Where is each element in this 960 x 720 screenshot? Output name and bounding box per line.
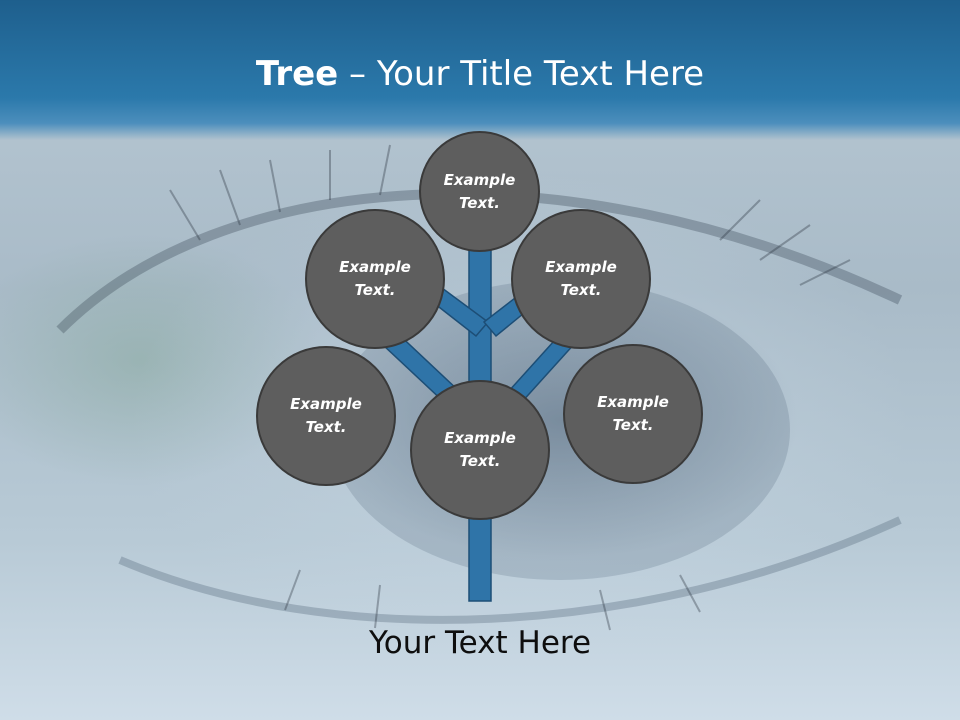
node-label: Example Text. [545,258,617,299]
tree-node-lower-right[interactable]: Example Text. [563,344,703,484]
tree-node-upper-right[interactable]: Example Text. [511,209,651,349]
title-bar [0,0,960,140]
tree-node-top[interactable]: Example Text. [419,131,540,252]
tree-node-center[interactable]: Example Text. [410,380,550,520]
node-label: Example Text. [339,258,411,299]
caption-text[interactable]: Your Text Here [368,625,592,661]
title-bold: Tree [255,54,339,94]
tree-node-lower-left[interactable]: Example Text. [256,346,396,486]
node-label: Example Text. [290,395,362,436]
slide-title[interactable]: Tree – Your Title Text Here [0,52,960,96]
node-label: Example Text. [444,429,516,470]
title-rest: – Your Title Text Here [338,54,705,94]
node-label: Example Text. [443,170,516,212]
tree-node-upper-left[interactable]: Example Text. [305,209,445,349]
node-label: Example Text. [597,393,669,434]
